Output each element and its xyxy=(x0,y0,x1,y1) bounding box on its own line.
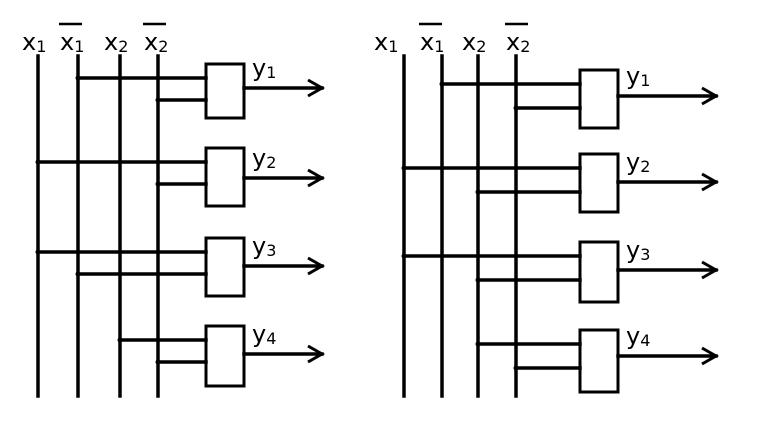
diagram-2-and-gate xyxy=(578,68,620,130)
diagram-1-and-gate xyxy=(204,62,246,120)
diagram-2-junction-dot xyxy=(475,277,481,283)
diagram-1-output-arrow-icon xyxy=(307,256,326,276)
diagram-2-junction-dot xyxy=(439,81,445,87)
diagram-1-junction-dot xyxy=(75,75,81,81)
diagram-2-junction-dot xyxy=(401,165,407,171)
diagram-1-output-label: y1 xyxy=(252,54,276,82)
diagram-1-output-label: y4 xyxy=(252,320,276,348)
diagram-1-input-label: x1 xyxy=(60,28,84,56)
diagram-1-and-gate xyxy=(204,324,246,388)
diagram-2-input-label: x1 xyxy=(420,28,444,56)
diagram-2-and-gate xyxy=(578,152,620,214)
diagram-2-output-label: y1 xyxy=(626,62,650,90)
diagram-1-output-arrow-icon xyxy=(307,78,326,98)
diagram-2-output-label: y3 xyxy=(626,236,650,264)
diagram-2-junction-dot xyxy=(513,365,519,371)
diagram-2-output-label: y2 xyxy=(626,148,650,176)
diagram-2-junction-dot xyxy=(513,105,519,111)
diagram-1-input-label: x1 xyxy=(22,28,46,56)
diagram-1-output-arrow-icon xyxy=(307,168,326,188)
diagram-2-output-arrow-icon xyxy=(701,346,720,366)
diagram-2-and-gate xyxy=(578,328,620,394)
diagram-2-junction-dot xyxy=(475,341,481,347)
diagram-2-junction-dot xyxy=(475,189,481,195)
diagram-1-junction-dot xyxy=(35,249,41,255)
diagram-1-and-gate xyxy=(204,146,246,208)
diagram-1-junction-dot xyxy=(117,337,123,343)
diagram-2-junction-dot xyxy=(401,253,407,259)
diagram-1-junction-dot xyxy=(75,271,81,277)
diagram-2-input-label: x2 xyxy=(462,28,486,56)
diagram-1-junction-dot xyxy=(35,159,41,165)
diagram-2-output-arrow-icon xyxy=(701,86,720,106)
diagram-1-junction-dot xyxy=(155,359,161,365)
diagram-1-output-label: y2 xyxy=(252,144,276,172)
diagram-2-input-label: x1 xyxy=(374,28,398,56)
diagram-2-input-label: x2 xyxy=(506,28,530,56)
diagram-2-output-label: y4 xyxy=(626,322,650,350)
diagram-1-output-label: y3 xyxy=(252,232,276,260)
diagram-2-output-arrow-icon xyxy=(701,172,720,192)
diagram-1-junction-dot xyxy=(155,181,161,187)
diagram-2-and-gate xyxy=(578,240,620,304)
diagram-2-output-arrow-icon xyxy=(701,260,720,280)
diagram-1-junction-dot xyxy=(155,97,161,103)
diagram-1-input-label: x2 xyxy=(144,28,168,56)
diagram-1-output-arrow-icon xyxy=(307,344,326,364)
diagram-1-and-gate xyxy=(204,236,246,298)
diagram-1-input-label: x2 xyxy=(104,28,128,56)
